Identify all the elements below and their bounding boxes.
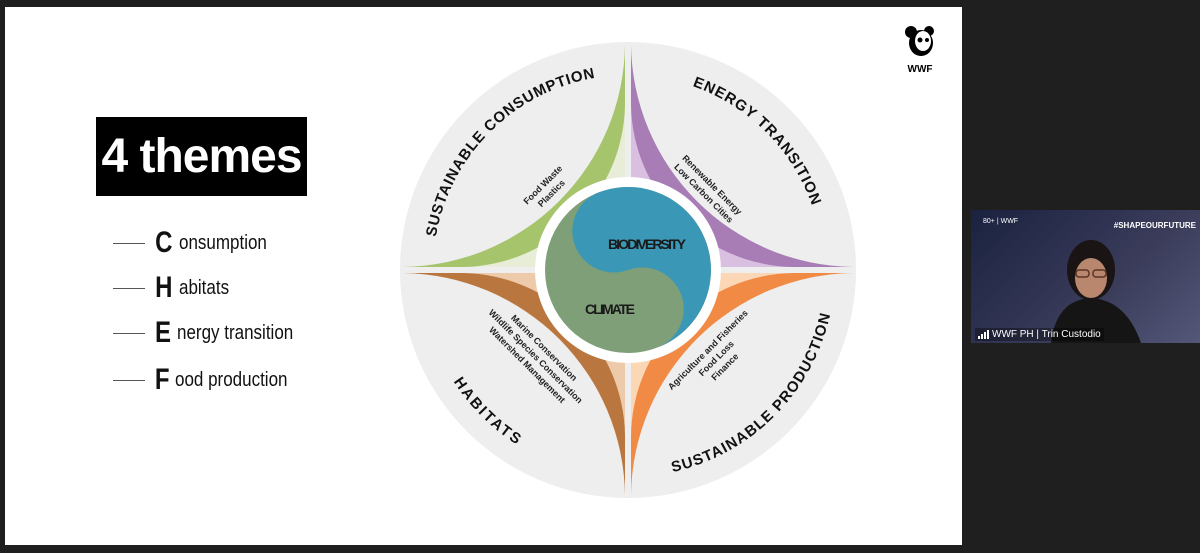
theme-letter: C xyxy=(155,226,173,259)
climate-label: CLIMATE xyxy=(585,301,635,317)
participant-video xyxy=(1051,240,1141,343)
theme-text: nergy transition xyxy=(177,321,294,344)
participant-name: WWF PH | Trin Custodio xyxy=(992,329,1101,340)
theme-letter: E xyxy=(155,316,172,349)
dash xyxy=(113,242,145,244)
hashtag: #SHAPEOURFUTURE xyxy=(1113,221,1196,230)
event-banner: 80+ | WWF xyxy=(983,218,1019,225)
logo-text: WWF xyxy=(907,64,933,75)
participant-name-label: WWF PH | Trin Custodio xyxy=(975,328,1104,341)
themes-wheel: BIODIVERSITY CLIMATE SUSTAINABLE CONSUMP… xyxy=(400,42,856,498)
theme-letter: F xyxy=(154,363,170,396)
theme-text: onsumption xyxy=(178,231,267,254)
wwf-logo: WWF xyxy=(900,25,940,75)
biodiversity-label: BIODIVERSITY xyxy=(608,236,687,252)
theme-letter: H xyxy=(155,271,173,304)
participant-video-tile[interactable]: 80+ | WWF #SHAPEOURFUTURE WWF PH | Trin … xyxy=(971,210,1200,343)
theme-text: ood production xyxy=(175,368,288,391)
panda-icon xyxy=(905,26,934,56)
slide-title: 4 themes xyxy=(96,117,307,196)
center-biodiversity xyxy=(572,187,711,348)
theme-text: abitats xyxy=(178,276,229,299)
dash xyxy=(113,332,145,334)
dash xyxy=(113,379,145,381)
signal-strength-icon xyxy=(978,330,989,339)
dash xyxy=(113,287,145,289)
